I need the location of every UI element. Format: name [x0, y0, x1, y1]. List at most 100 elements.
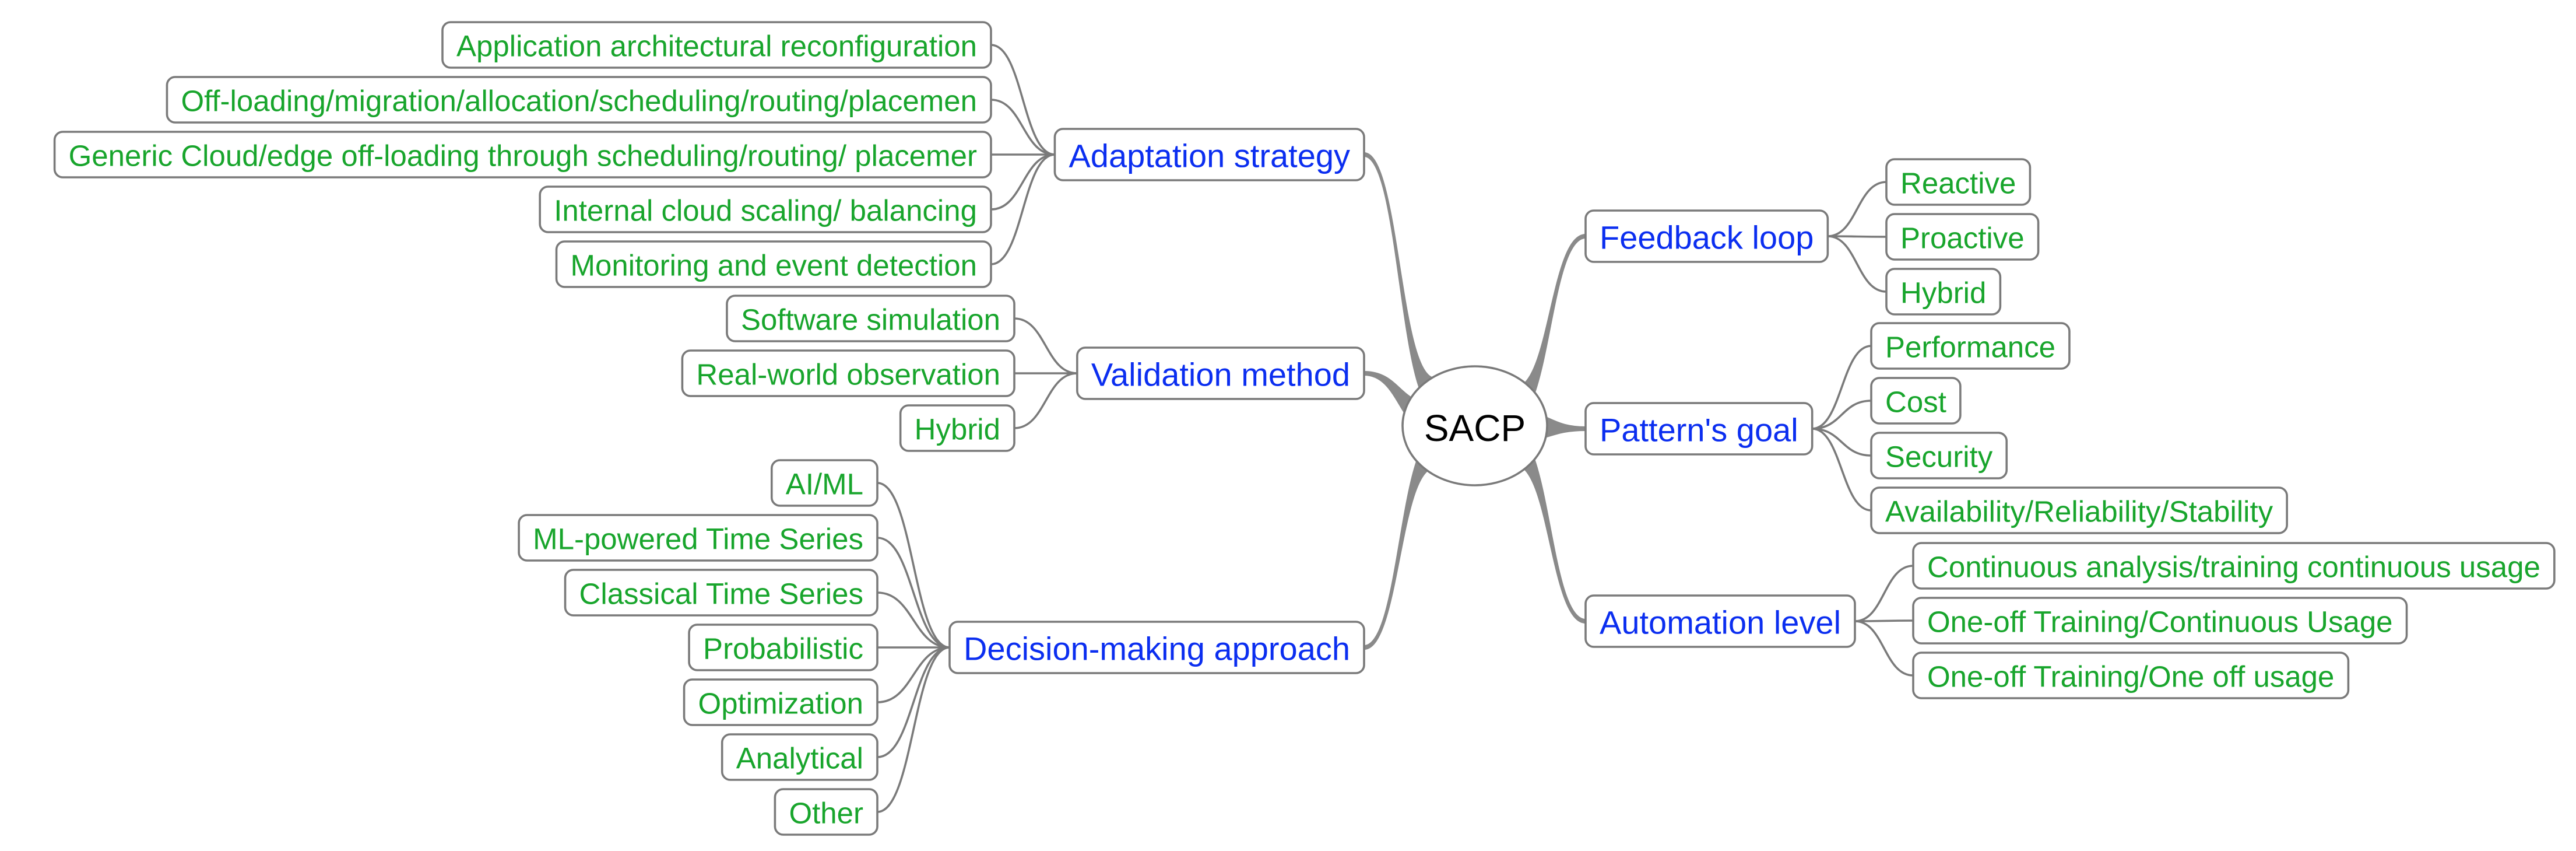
- leaf-continuous-analysis-training-continuous--label: Continuous analysis/training continuous …: [1927, 551, 2540, 584]
- category-decision-making-approach-box: [948, 621, 1365, 674]
- leaf-generic-cloud-edge-off-loading-through-s-label: Generic Cloud/edge off-loading through s…: [69, 139, 977, 173]
- leaf-hybrid-label: Hybrid: [1900, 276, 1986, 310]
- leaf-proactive: Proactive: [1885, 213, 2040, 261]
- leaf-monitoring-and-event-detection: Monitoring and event detection: [555, 240, 992, 288]
- leaf-real-world-observation-label: Real-world observation: [696, 358, 1000, 391]
- leaf-reactive: Reactive: [1885, 158, 2032, 206]
- leaf-reactive-connector: [1828, 181, 1887, 237]
- center-node: SACP: [1401, 365, 1548, 486]
- leaf-probabilistic: Probabilistic: [688, 624, 878, 671]
- leaf-monitoring-and-event-detection-box: [555, 240, 992, 288]
- leaf-optimization-label: Optimization: [698, 687, 863, 720]
- leaf-continuous-analysis-training-continuous-: Continuous analysis/training continuous …: [1912, 542, 2556, 590]
- leaf-monitoring-and-event-detection-connector: [990, 153, 1055, 265]
- leaf-one-off-training-one-off-usage-label: One-off Training/One off usage: [1927, 660, 2334, 694]
- leaf-cost-label: Cost: [1885, 386, 1946, 419]
- leaf-software-simulation-label: Software simulation: [741, 303, 1000, 337]
- leaf-off-loading-migration-allocation-schedul-box: [166, 76, 992, 124]
- leaf-security-connector: [1812, 428, 1872, 457]
- leaf-cost-box: [1870, 377, 1962, 425]
- category-adaptation-strategy-connector: [1363, 152, 1436, 409]
- leaf-optimization-box: [683, 678, 878, 726]
- leaf-availability-reliability-stability: Availability/Reliability/Stability: [1870, 486, 2288, 534]
- leaf-software-simulation-box: [726, 295, 1015, 342]
- leaf-generic-cloud-edge-off-loading-through-s: Generic Cloud/edge off-loading through s…: [53, 131, 992, 178]
- leaf-availability-reliability-stability-box: [1870, 486, 2288, 534]
- leaf-off-loading-migration-allocation-schedul-label: Off-loading/migration/allocation/schedul…: [181, 85, 977, 118]
- center-node-ellipse: [1401, 365, 1548, 486]
- leaf-internal-cloud-scaling-balancing-label: Internal cloud scaling/ balancing: [554, 194, 977, 227]
- category-automation-level-box: [1584, 594, 1856, 648]
- leaf-hybrid-box: [899, 404, 1015, 452]
- leaf-analytical-box: [721, 733, 878, 781]
- leaf-ai-ml-label: AI/ML: [786, 468, 863, 501]
- leaf-off-loading-migration-allocation-schedul-connector: [990, 99, 1055, 156]
- leaf-availability-reliability-stability-label: Availability/Reliability/Stability: [1885, 495, 2273, 528]
- leaf-hybrid-box: [1885, 268, 2002, 316]
- leaf-proactive-label: Proactive: [1900, 222, 2025, 255]
- leaf-monitoring-and-event-detection-label: Monitoring and event detection: [571, 249, 977, 282]
- leaf-optimization: Optimization: [683, 678, 878, 726]
- leaf-hybrid-connector: [1014, 372, 1077, 429]
- category-pattern-s-goal: Pattern's goal: [1584, 402, 1814, 456]
- leaf-one-off-training-continuous-usage-box: [1912, 597, 2408, 645]
- leaf-one-off-training-one-off-usage: One-off Training/One off usage: [1912, 652, 2350, 699]
- leaf-other: Other: [774, 788, 878, 836]
- leaf-other-connector: [877, 646, 950, 813]
- leaf-one-off-training-continuous-usage: One-off Training/Continuous Usage: [1912, 597, 2408, 645]
- category-adaptation-strategy-box: [1053, 128, 1365, 181]
- category-pattern-s-goal-box: [1584, 402, 1814, 456]
- category-automation-level-label: Automation level: [1600, 604, 1841, 641]
- leaf-ai-ml-connector: [877, 482, 950, 649]
- leaf-optimization-connector: [877, 646, 950, 703]
- leaf-one-off-training-continuous-usage-label: One-off Training/Continuous Usage: [1927, 605, 2393, 639]
- leaf-security: Security: [1870, 432, 2008, 479]
- leaf-other-box: [774, 788, 878, 836]
- category-feedback-loop: Feedback loop: [1584, 209, 1829, 263]
- category-validation-method: Validation method: [1076, 346, 1365, 400]
- leaf-performance-label: Performance: [1885, 331, 2055, 364]
- category-decision-making-approach-label: Decision-making approach: [964, 631, 1350, 667]
- leaf-other-label: Other: [789, 797, 863, 830]
- leaf-cost: Cost: [1870, 377, 1962, 425]
- leaf-generic-cloud-edge-off-loading-through-s-box: [53, 131, 992, 178]
- category-adaptation-strategy-label: Adaptation strategy: [1069, 138, 1350, 174]
- leaf-real-world-observation-box: [681, 349, 1015, 397]
- leaf-probabilistic-box: [688, 624, 878, 671]
- leaf-connectors: [877, 44, 1914, 813]
- leaf-hybrid-connector: [1828, 235, 1887, 293]
- category-decision-making-approach: Decision-making approach: [948, 621, 1365, 674]
- category-validation-method-box: [1076, 346, 1365, 400]
- leaf-internal-cloud-scaling-balancing-box: [539, 185, 992, 233]
- leaf-performance-box: [1870, 322, 2071, 370]
- leaf-application-architectural-reconfiguratio-label: Application architectural reconfiguratio…: [456, 30, 977, 63]
- leaf-classical-time-series-label: Classical Time Series: [579, 577, 863, 611]
- leaf-analytical: Analytical: [721, 733, 878, 781]
- leaf-application-architectural-reconfiguratio: Application architectural reconfiguratio…: [441, 21, 992, 69]
- leaf-one-off-training-one-off-usage-connector: [1854, 620, 1914, 677]
- leaf-analytical-connector: [877, 646, 950, 758]
- leaf-classical-time-series-connector: [877, 591, 950, 649]
- leaf-hybrid: Hybrid: [899, 404, 1015, 452]
- leaf-cost-connector: [1812, 400, 1872, 430]
- leaf-ml-powered-time-series: ML-powered Time Series: [518, 514, 878, 562]
- leaf-proactive-box: [1885, 213, 2040, 261]
- leaf-ai-ml-box: [770, 459, 878, 507]
- leaf-application-architectural-reconfiguratio-box: [441, 21, 992, 69]
- leaf-analytical-label: Analytical: [736, 742, 863, 775]
- leaf-performance: Performance: [1870, 322, 2071, 370]
- leaf-proactive-connector: [1828, 235, 1887, 238]
- leaf-software-simulation: Software simulation: [726, 295, 1015, 342]
- leaf-reactive-box: [1885, 158, 2032, 206]
- leaf-off-loading-migration-allocation-schedul: Off-loading/migration/allocation/schedul…: [166, 76, 992, 124]
- leaf-performance-connector: [1812, 345, 1872, 430]
- leaf-classical-time-series: Classical Time Series: [564, 569, 878, 617]
- leaf-classical-time-series-box: [564, 569, 878, 617]
- leaf-application-architectural-reconfiguratio-connector: [990, 44, 1055, 156]
- leaf-continuous-analysis-training-continuous--box: [1912, 542, 2556, 590]
- leaf-probabilistic-label: Probabilistic: [703, 632, 863, 666]
- leaf-ml-powered-time-series-connector: [877, 537, 950, 649]
- leaf-software-simulation-connector: [1014, 317, 1077, 374]
- leaf-hybrid: Hybrid: [1885, 268, 2002, 316]
